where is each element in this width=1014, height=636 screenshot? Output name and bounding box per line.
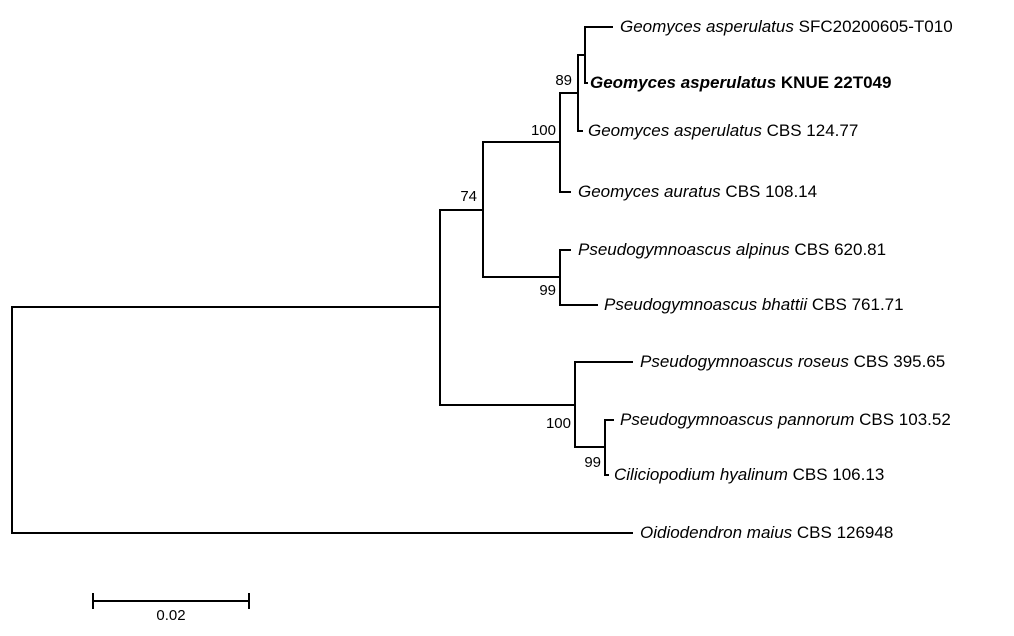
species-name: Pseudogymnoascus alpinus [578,240,790,259]
taxon-label: Pseudogymnoascus roseus CBS 395.65 [640,353,945,371]
taxon-label: Pseudogymnoascus pannorum CBS 103.52 [620,411,951,429]
species-name: Pseudogymnoascus pannorum [620,410,855,429]
species-name: Ciliciopodium hyalinum [614,465,788,484]
taxon-label: Ciliciopodium hyalinum CBS 106.13 [614,466,884,484]
taxon-label: Geomyces asperulatus SFC20200605-T010 [620,18,953,36]
taxon-label-highlighted: Geomyces asperulatus KNUE 22T049 [590,74,891,92]
species-name: Pseudogymnoascus roseus [640,352,849,371]
strain-code: CBS 106.13 [792,465,885,484]
scale-bar-label: 0.02 [156,607,186,624]
species-name: Geomyces asperulatus [620,17,794,36]
bootstrap-value: 100 [545,415,571,432]
taxon-label: Pseudogymnoascus bhattii CBS 761.71 [604,296,904,314]
strain-code: KNUE 22T049 [780,73,892,92]
strain-code: CBS 395.65 [853,352,946,371]
bootstrap-value: 89 [555,72,572,89]
species-name: Geomyces asperulatus [590,73,777,92]
strain-code: CBS 108.14 [725,182,818,201]
bootstrap-value: 99 [584,454,601,471]
species-name: Oidiodendron maius [640,523,793,542]
strain-code: SFC20200605-T010 [798,17,953,36]
species-name: Geomyces asperulatus [588,121,762,140]
species-name: Pseudogymnoascus bhattii [604,295,808,314]
taxon-label: Oidiodendron maius CBS 126948 [640,524,893,542]
strain-code: CBS 103.52 [859,410,951,429]
taxon-label: Geomyces asperulatus CBS 124.77 [588,122,858,140]
strain-code: CBS 124.77 [766,121,859,140]
taxon-label: Geomyces auratus CBS 108.14 [578,183,817,201]
strain-code: CBS 761.71 [811,295,904,314]
bootstrap-value: 99 [539,282,556,299]
strain-code: CBS 126948 [796,523,894,542]
bootstrap-value: 74 [460,188,477,205]
bootstrap-value: 100 [530,122,556,139]
taxon-label: Pseudogymnoascus alpinus CBS 620.81 [578,241,886,259]
strain-code: CBS 620.81 [794,240,887,259]
species-name: Geomyces auratus [578,182,721,201]
